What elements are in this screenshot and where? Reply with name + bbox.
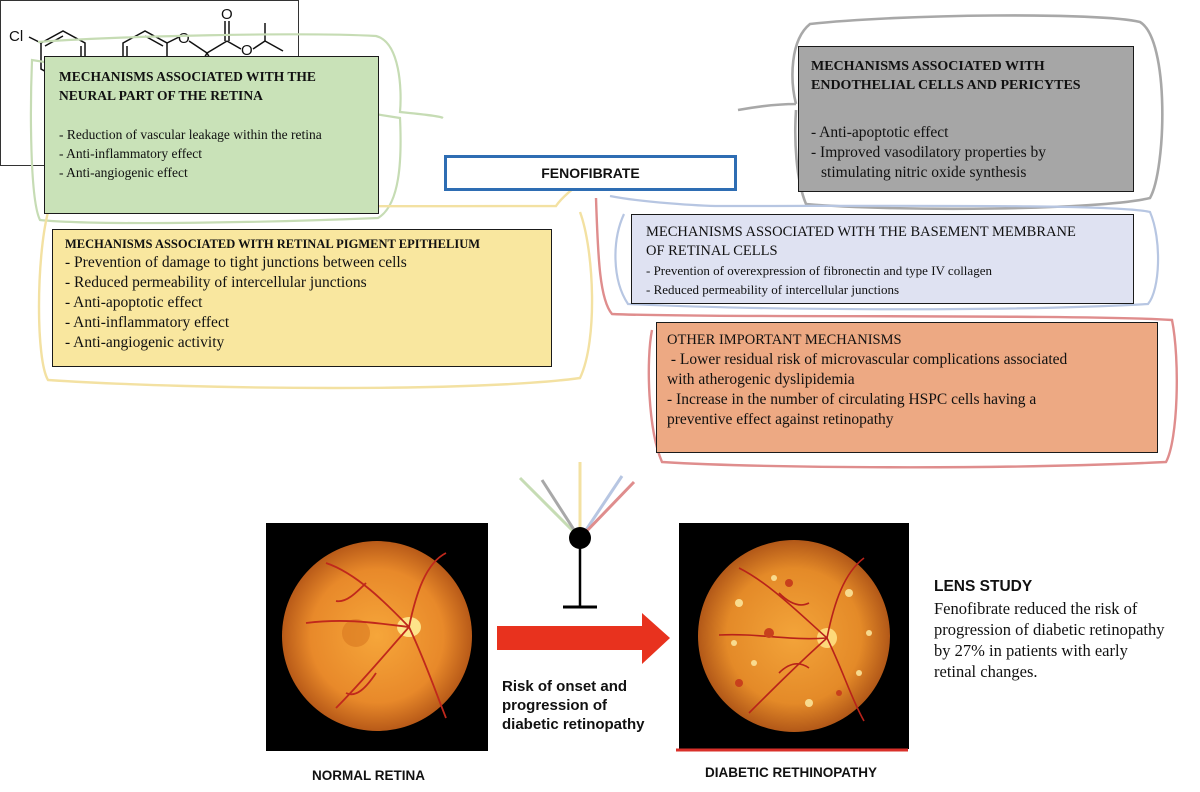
rpe-title: MECHANISMS ASSOCIATED WITH RETINAL PIGME… [65,237,481,251]
other-outline [594,197,1178,469]
rpe-item: - Prevention of damage to tight junction… [65,254,407,271]
other-item: with atherogenic dyslipidemia [667,371,855,388]
atom-o-ether: O [178,30,190,47]
basement-membrane-box: MECHANISMS ASSOCIATED WITH THE BASEMENT … [631,214,1134,304]
neural-title-line: MECHANISMS ASSOCIATED WITH THE [59,69,316,84]
endothelial-mechanisms-box: MECHANISMS ASSOCIATED WITH ENDOTHELIAL C… [798,46,1134,192]
endothelial-title-line: MECHANISMS ASSOCIATED WITH [811,59,1045,74]
neural-item: - Reduction of vascular leakage within t… [59,127,322,142]
normal-retina-label: NORMAL RETINA [312,768,425,783]
rpe-mechanisms-box: MECHANISMS ASSOCIATED WITH RETINAL PIGME… [52,229,552,367]
endothelial-item: - Anti-apoptotic effect [811,124,949,141]
other-title: OTHER IMPORTANT MECHANISMS [667,332,902,348]
lens-study-text: Fenofibrate reduced the risk of progress… [934,599,1165,681]
risk-line: Risk of onset and [502,678,628,695]
neural-item: - Anti-inflammatory effect [59,146,202,161]
endothelial-item: stimulating nitric oxide synthesis [821,164,1027,181]
lens-study-title: LENS STUDY [934,578,1033,595]
endothelial-title-line: ENDOTHELIAL CELLS AND PERICYTES [811,78,1081,93]
fenofibrate-label: FENOFIBRATE [444,155,737,191]
other-item: - Lower residual risk of microvascular c… [667,351,1068,368]
atom-cl: Cl [9,28,23,45]
risk-line: progression of [502,697,608,714]
rpe-item: - Reduced permeability of intercellular … [65,274,367,291]
basement-item: - Reduced permeability of intercellular … [646,282,900,297]
atom-o-ester-double: O [221,6,233,23]
neural-item: - Anti-angiogenic effect [59,165,188,180]
normal-retina-image [266,523,488,751]
atom-o-ester-single: O [241,42,253,59]
neural-title-line: NEURAL PART OF THE RETINA [59,88,263,103]
diabetic-retina-label: DIABETIC RETHINOPATHY [705,765,877,780]
endothelial-item: - Improved vasodilatory properties by [811,144,1047,161]
diabetic-retina-image [679,523,909,749]
rpe-item: - Anti-inflammatory effect [65,314,230,331]
risk-label: Risk of onset and progression of diabeti… [502,677,672,734]
basement-item: - Prevention of overexpression of fibron… [646,263,992,278]
rpe-item: - Anti-apoptotic effect [65,294,203,311]
risk-line: diabetic retinopathy [502,716,645,733]
neural-mechanisms-box: MECHANISMS ASSOCIATED WITH THE NEURAL PA… [44,56,379,214]
other-mechanisms-box: OTHER IMPORTANT MECHANISMS - Lower resid… [656,322,1158,453]
basement-title-line: MECHANISMS ASSOCIATED WITH THE BASEMENT … [646,224,1076,240]
rpe-outline [37,175,594,390]
basement-title-line: OF RETINAL CELLS [646,243,778,259]
neural-outline [29,33,444,225]
rpe-item: - Anti-angiogenic activity [65,334,225,351]
other-item: preventive effect against retinopathy [667,411,894,428]
basement-outline [609,194,1160,311]
other-item: - Increase in the number of circulating … [667,391,1037,408]
